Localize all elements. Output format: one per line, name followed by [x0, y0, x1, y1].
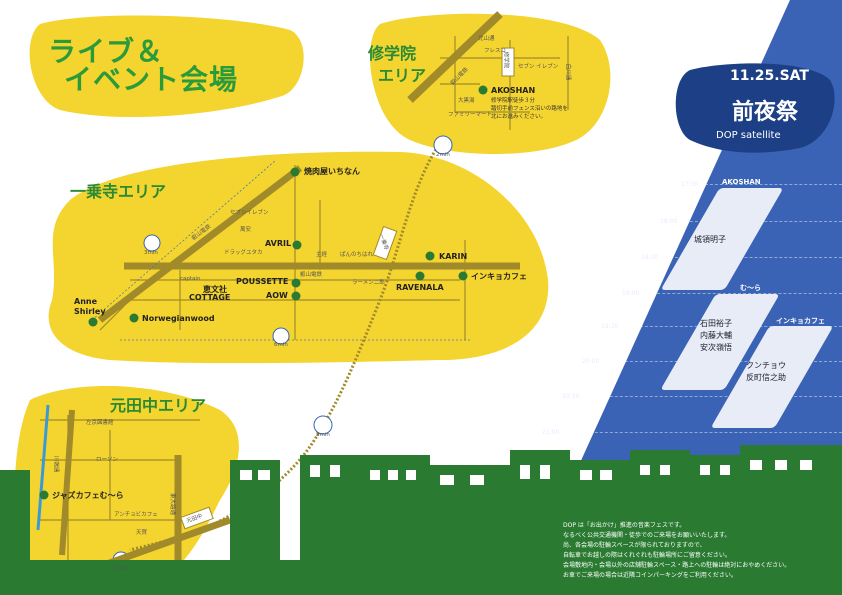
shugakuin-blob [370, 13, 611, 154]
event-sub: DOP satellite [716, 130, 781, 141]
landmark-fresco: フレスコ [484, 48, 507, 54]
note-line: お車でご来場の場合は近隣コインパーキングをご利用ください。 [563, 572, 737, 579]
venue-karin[interactable]: KARIN [439, 252, 468, 261]
date-badge [675, 63, 835, 153]
walk-6min-motoyama: 6min [114, 566, 128, 572]
landmark-seven1: セブン イレブン [518, 64, 559, 70]
landmark-dragonzukana: ドラッグユタカ [224, 250, 263, 256]
title-blob [29, 15, 304, 118]
schedule-act-inkyo: クンチョウ 反町信之助 [746, 361, 786, 382]
walk-2min-motoyama: 2min [316, 432, 330, 438]
schedule-venue-inkyo: インキョカフェ [776, 317, 825, 325]
motoyama-station [180, 506, 214, 530]
landmark-bannno: ぱんのちはれ [340, 252, 374, 258]
street-higashioji: 東大路通 [169, 492, 176, 516]
venue-yakiniku[interactable]: 焼肉屋いちなん [304, 167, 360, 176]
kawabata-river [36, 404, 50, 531]
venue-keibunsha[interactable]: 恵文社 [203, 285, 227, 294]
walk-3min: 3min [144, 250, 158, 256]
landmark-shuseki: 主経 [316, 252, 328, 258]
venue-norwegian[interactable]: Norwegianwood [142, 314, 215, 323]
note-line: 尚、各会場の駐輪スペースが限られておりますので、 [563, 542, 706, 549]
venue-avril[interactable]: AVRIL [265, 239, 292, 248]
time-1800: 18:00 [660, 218, 678, 225]
muura-dot [39, 490, 49, 500]
landmark-zuzu: 左京図書館 [86, 420, 114, 426]
landmark-kansai: 萬安 [240, 227, 252, 233]
note-line: DOP は「お出かけ」推進の音楽フェスです。 [563, 522, 686, 529]
kawabata-street [59, 409, 75, 556]
area-motoyama: 元田中エリア [110, 396, 207, 415]
event-date: 11.25.SAT [730, 68, 809, 84]
venue-ravenala[interactable]: RAVENALA [396, 283, 444, 292]
landmark-lawson: ローソン [96, 457, 119, 463]
note-line: 会場敷地内・会場以外の店舗駐輪スペース・路上への駐輪は絶対におやめください。 [563, 562, 791, 569]
venue-pousette[interactable]: POUSSETTE [236, 277, 289, 286]
time-2100: 21:00 [542, 429, 560, 436]
area-shugakuin-line2: エリア [378, 66, 427, 85]
shugakuin-station [501, 47, 515, 77]
street-shirakawa: 白川通 [564, 63, 571, 81]
walk-6min: 6min [274, 342, 288, 348]
schedule-venue-akoshan: AKOSHAN [722, 178, 761, 186]
street-kitayama: 北山通 [478, 36, 495, 42]
street-eizan3: 叡山電鉄 [300, 272, 323, 278]
eizan-line-shugakuin [407, 11, 503, 103]
ichijoji-blob [48, 151, 549, 364]
schedule-act-akoshan: 城領明子 [694, 235, 726, 244]
note-line: なるべく公共交通機関・徒歩でのご来場をお願いいたします。 [563, 532, 731, 539]
landmark-daimaru: 大黒湯 [458, 98, 475, 104]
title-line1: ライブ＆ [48, 35, 165, 68]
time-1930: 19:30 [601, 323, 619, 330]
street-kawabata: 川端通 [52, 455, 59, 473]
note-line: 自転車でお越しの際はくれぐれも駐輪場所にご留意ください。 [563, 552, 731, 559]
title-line2: イベント会場 [64, 63, 239, 96]
street-shugakuin: 修学院 [502, 51, 509, 69]
schedule-act-muura: 石田裕子 内藤大輔 安次嶺悟 [700, 319, 732, 352]
time-2000: 20:00 [582, 358, 600, 365]
area-ichijoji: 一乗寺エリア [70, 182, 167, 201]
ichijoji-station [372, 225, 398, 261]
walk-route-diag [91, 159, 277, 321]
venue-akoshan[interactable]: AKOSHAN [491, 86, 536, 95]
landmark-anchovy: アンチョビカフェ [114, 512, 158, 518]
venue-akoshan-note: 修学院駅徒歩３分 踏切手前フェンス沿いの路地を 北にお進みください。 [491, 98, 568, 120]
area-shugakuin-line1: 修学院 [368, 44, 417, 63]
landmark-tenkai: 天賀 [136, 530, 148, 536]
time-1730: 17:30 [681, 181, 699, 188]
venue-aow[interactable]: AOW [266, 291, 288, 300]
landmark-seven2: セブンイレブン [230, 210, 269, 216]
schedule-venue-muura: む〜ら [740, 284, 761, 292]
eizan-line-ichijoji [97, 165, 303, 323]
venue-cottage[interactable]: COTTAGE [189, 293, 231, 302]
landmark-captain: captain [180, 276, 201, 282]
venue-muura[interactable]: ジャズカフェむ〜ら [52, 491, 124, 500]
time-2030: 20:30 [562, 393, 580, 400]
event-name: 前夜祭 [732, 100, 799, 125]
landmark-familymart: ファミリーマート [448, 112, 493, 118]
time-1900: 19:00 [622, 290, 640, 297]
akoshan-dot [478, 85, 488, 95]
walk-2min-shugakuin: 2min [436, 152, 450, 158]
venue-anne[interactable]: Anne Shirley [74, 297, 106, 316]
venue-inkyo[interactable]: インキョカフェ [471, 272, 527, 281]
landmark-ramen: ラーメン二郎 [352, 280, 385, 286]
time-1830: 18:30 [641, 254, 659, 261]
